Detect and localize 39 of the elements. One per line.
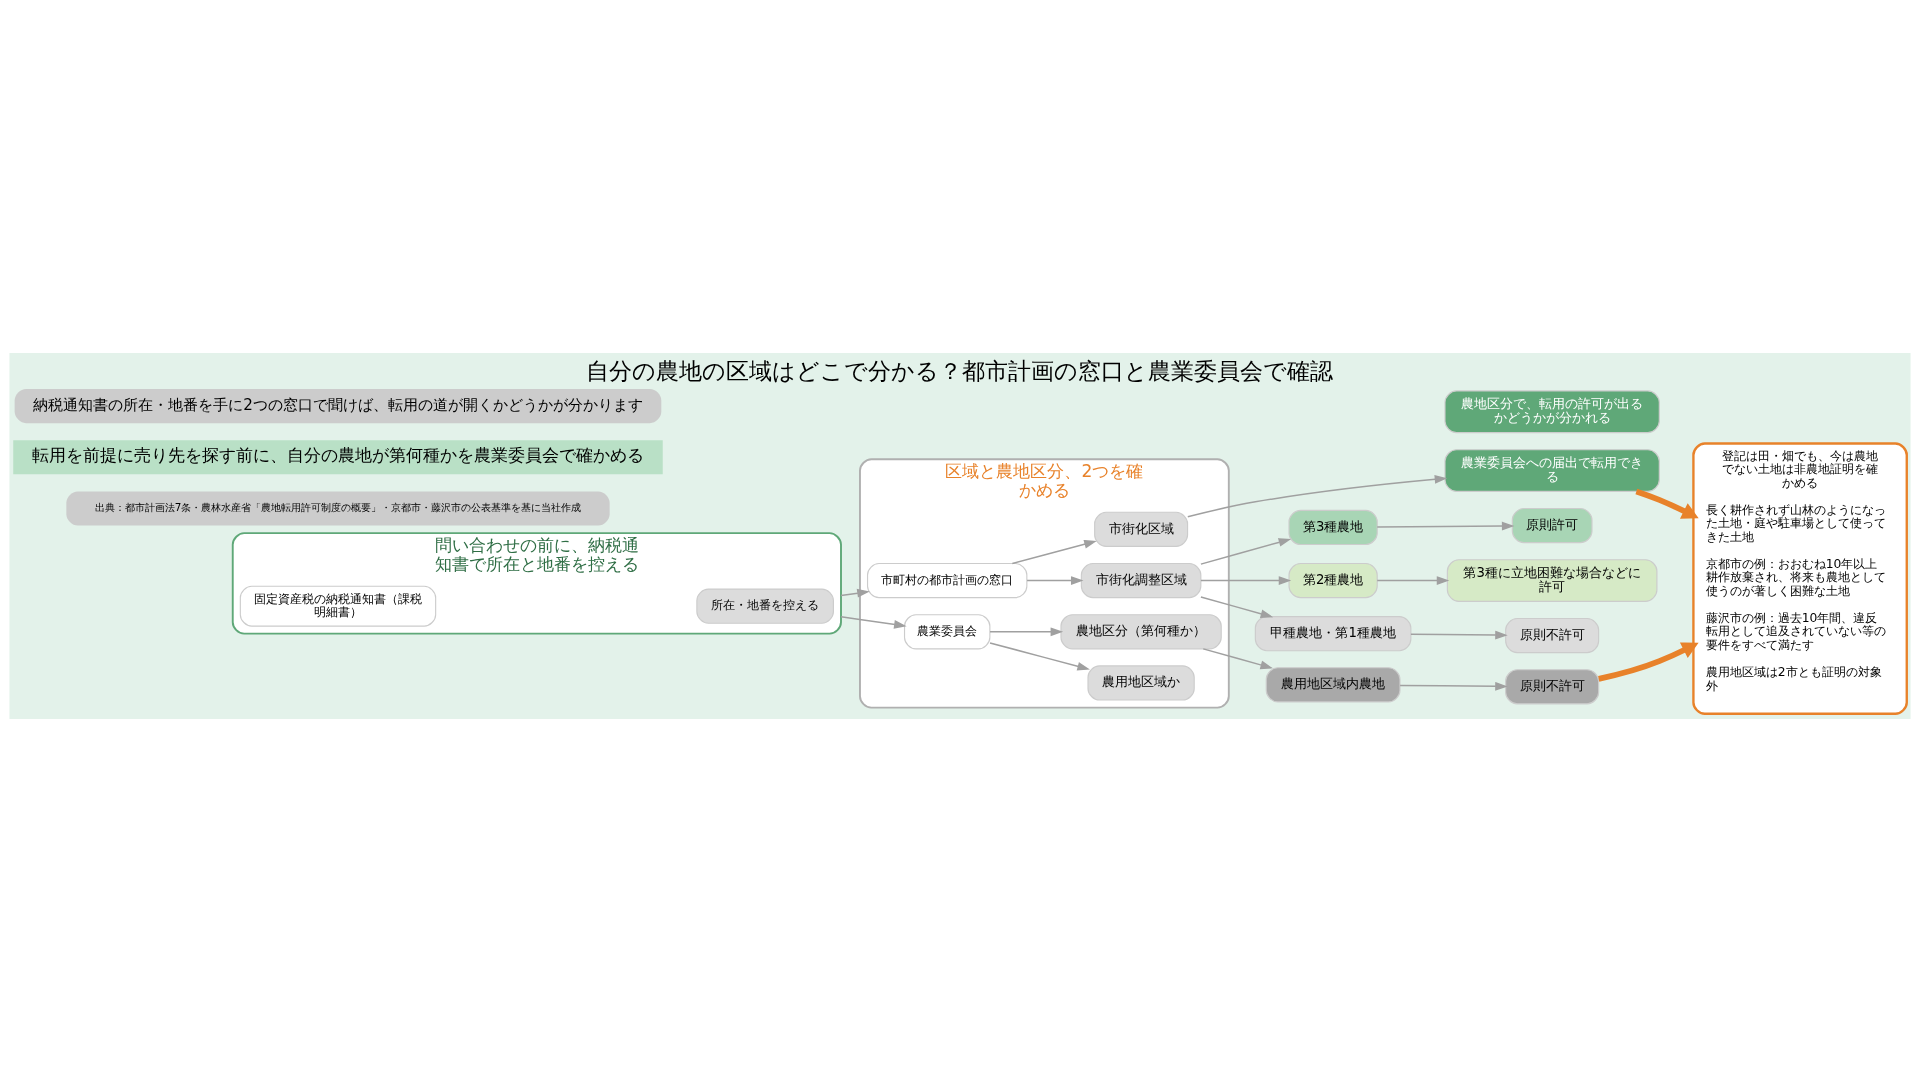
arrow	[1399, 681, 1508, 691]
arrow	[1202, 648, 1273, 670]
node-box: 第3種に立地困難な場合などに許可	[1446, 559, 1658, 602]
node-box: 農業委員会への届出で転用できる	[1444, 449, 1660, 492]
arrow	[840, 616, 907, 629]
arrow	[1011, 539, 1097, 565]
node-box: 市町村の都市計画の窓口	[866, 562, 1028, 599]
arrow	[1200, 596, 1274, 619]
arrow	[1026, 576, 1084, 585]
arrow	[1635, 488, 1699, 519]
arrow	[989, 642, 1090, 671]
node-box: 所在・地番を控える	[696, 588, 834, 624]
arrow	[1200, 538, 1292, 565]
node-box: 市街化調整区域	[1080, 562, 1202, 599]
node-box: 原則許可	[1511, 507, 1593, 544]
arrow	[1200, 576, 1292, 585]
node-box: 農用地区域内農地	[1265, 667, 1401, 703]
node-box: 固定資産税の納税通知書（課税明細書）	[239, 585, 437, 627]
arrow	[1187, 474, 1448, 518]
label: 転用を前提に売り先を探す前に、自分の農地が第何種かを農業委員会で確かめる	[31, 445, 644, 466]
node-box: 第2種農地	[1288, 562, 1378, 599]
node-box: 甲種農地・第1種農地	[1254, 616, 1412, 652]
arrow	[1376, 521, 1515, 531]
arrow	[989, 627, 1064, 637]
label: 出典：都市計画法7条・農林水産省「農地転用許可制度の概要」・京都市・藤沢市の公表基準を基に当社作成	[94, 501, 582, 514]
node-box: 農業委員会	[903, 614, 991, 650]
node-box: 市街化区域	[1094, 511, 1189, 547]
arrow	[1376, 576, 1450, 585]
node-box: 農用地区域か	[1087, 665, 1195, 701]
label: 納税通知書の所在・地番を手に2つの窓口で聞けば、転用の道が開くかどうかが分かります	[33, 395, 643, 414]
arrow	[1598, 642, 1699, 682]
node-box: 第3種農地	[1288, 509, 1378, 546]
arrow	[1410, 630, 1508, 640]
node-box: 農地区分（第何種か）	[1060, 614, 1222, 650]
node-box: 農地区分で、転用の許可が出るかどうかが分かれる	[1444, 390, 1660, 434]
diagram-title: 自分の農地の区域はどこで分かる？都市計画の窓口と農業委員会で確認	[586, 357, 1334, 384]
node-box: 登記は田・畑でも、今は農地でない土地は非農地証明を確かめる 長く耕作されず山林のようになった土地・庭や駐車場として使ってきた土地 京都市の例：おおむね10年以上耕作放棄され、将来も農地として使うのが著しく困難な土地 藤沢市の例：過去10年間、違反転用として追及されていない等の要件をすべて満たす 農用地区域は2市とも証明の対象外	[1692, 442, 1908, 715]
node-box: 原則不許可	[1505, 669, 1600, 705]
node-box: 原則不許可	[1505, 617, 1600, 654]
